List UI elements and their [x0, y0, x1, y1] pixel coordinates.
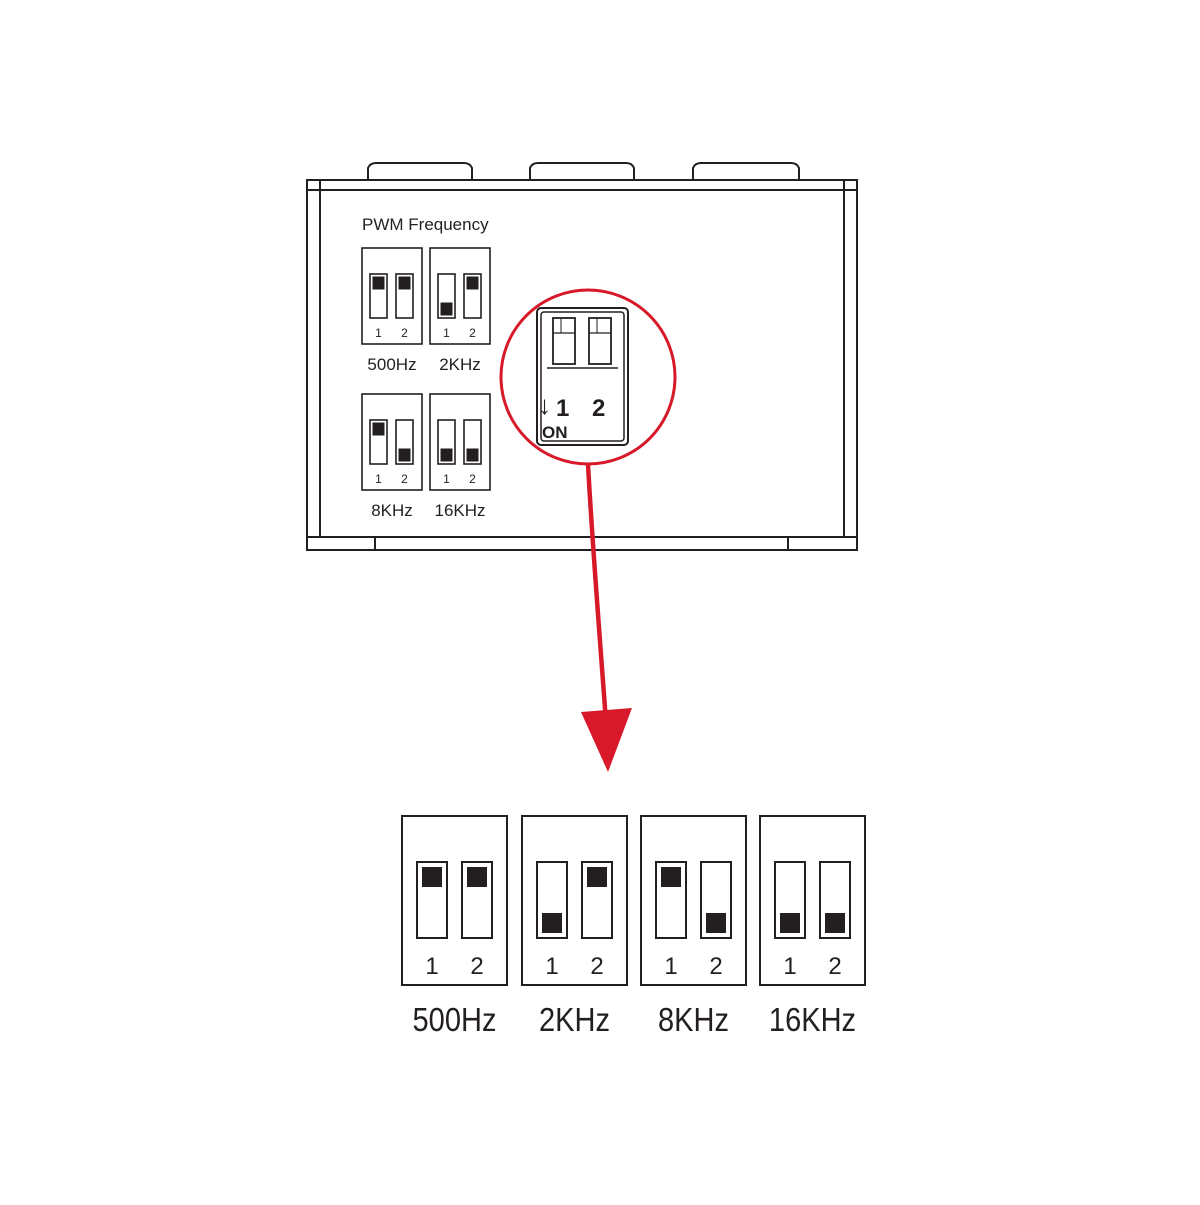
callout-switch-number-2: 2 — [592, 395, 605, 422]
legend-block-frame — [640, 815, 747, 986]
legend-switch-slot — [700, 861, 732, 939]
connector-tab-left — [367, 162, 473, 180]
legend-switch-number: 2 — [709, 953, 722, 980]
device-frequency-label: 16KHz — [434, 501, 485, 520]
legend-switch-number: 1 — [664, 953, 677, 980]
device-switch-number: 2 — [469, 472, 476, 486]
callout-circle — [499, 288, 677, 466]
legend-block-frame — [401, 815, 508, 986]
device-switch-slot — [463, 419, 482, 465]
red-arrow-head — [581, 708, 632, 772]
device-switch-grid: 1 2 500Hz 1 2 2KHz 1 2 8KHz 1 2 16KHz — [361, 247, 491, 520]
magnified-dip-switch — [536, 307, 629, 446]
frequency-legend: 1 2 500Hz 1 2 2KHz 1 2 8KHz 1 2 16KHz — [401, 815, 866, 1038]
connector-tab-middle — [529, 162, 635, 180]
legend-switch-knob-up — [467, 867, 487, 887]
device-switch-number: 1 — [443, 326, 450, 340]
legend-frequency-label: 500Hz — [413, 1001, 497, 1038]
legend-switch-knob-down — [780, 913, 800, 933]
device-switch-number: 2 — [401, 472, 408, 486]
legend-switch-knob-up — [422, 867, 442, 887]
device-switch-knob-down — [440, 302, 453, 316]
legend-block-frame — [521, 815, 628, 986]
legend-switch-slot — [581, 861, 613, 939]
device-block-frame — [429, 393, 491, 491]
device-switch-knob-down — [398, 448, 411, 462]
callout-on-label: ON — [542, 423, 568, 442]
device-frequency-label: 2KHz — [439, 355, 481, 374]
device-block-frame — [361, 393, 423, 491]
legend-block-16khz: 1 2 16KHz — [759, 815, 866, 1038]
legend-switch-slot — [536, 861, 568, 939]
device-switch-slot — [395, 419, 414, 465]
device-switch-slot — [437, 419, 456, 465]
device-block-500hz: 1 2 500Hz — [361, 247, 423, 374]
legend-switch-slot — [819, 861, 851, 939]
legend-switch-number: 1 — [425, 953, 438, 980]
device-switch-number: 1 — [443, 472, 450, 486]
legend-frequency-label: 8KHz — [658, 1001, 729, 1038]
legend-switch-number: 1 — [783, 953, 796, 980]
device-enclosure — [306, 162, 858, 551]
red-arrow — [581, 463, 632, 772]
callout-arrow-glyph: ↓ — [538, 390, 551, 420]
device-switch-knob-up — [372, 276, 385, 290]
device-switch-number: 1 — [375, 326, 382, 340]
legend-switch-slot — [461, 861, 493, 939]
legend-switch-knob-down — [706, 913, 726, 933]
device-switch-knob-up — [398, 276, 411, 290]
device-switch-slot — [395, 273, 414, 319]
legend-switch-slot — [416, 861, 448, 939]
legend-switch-number: 1 — [545, 953, 558, 980]
legend-block-8khz: 1 2 8KHz — [640, 815, 747, 1038]
legend-switch-knob-down — [825, 913, 845, 933]
connector-tab-right — [692, 162, 800, 180]
pwm-frequency-heading: PWM Frequency — [362, 215, 489, 234]
legend-switch-number: 2 — [470, 953, 483, 980]
device-switch-slot — [369, 273, 388, 319]
legend-block-500hz: 1 2 500Hz — [401, 815, 508, 1038]
legend-frequency-label: 16KHz — [769, 1001, 856, 1038]
enclosure-body — [306, 179, 858, 551]
device-switch-knob-up — [466, 276, 479, 290]
legend-switch-slot — [774, 861, 806, 939]
legend-switch-knob-up — [587, 867, 607, 887]
callout-switch-number-1: 1 — [556, 395, 569, 422]
device-block-8khz: 1 2 8KHz — [361, 393, 423, 520]
device-frequency-label: 8KHz — [371, 501, 413, 520]
device-switch-slot — [463, 273, 482, 319]
device-switch-knob-up — [372, 422, 385, 436]
legend-block-2khz: 1 2 2KHz — [521, 815, 628, 1038]
device-switch-knob-down — [466, 448, 479, 462]
legend-switch-number: 2 — [590, 953, 603, 980]
device-switch-number: 2 — [469, 326, 476, 340]
device-block-2khz: 1 2 2KHz — [429, 247, 491, 374]
device-block-frame — [361, 247, 423, 345]
device-switch-slot — [369, 419, 388, 465]
device-switch-number: 2 — [401, 326, 408, 340]
legend-switch-knob-down — [542, 913, 562, 933]
device-block-16khz: 1 2 16KHz — [429, 393, 491, 520]
device-block-frame — [429, 247, 491, 345]
red-arrow-shaft — [585, 463, 610, 736]
device-switch-knob-down — [440, 448, 453, 462]
callout-magnifier: ↓ 1 2 ON — [499, 288, 677, 466]
legend-switch-number: 2 — [828, 953, 841, 980]
legend-block-frame — [759, 815, 866, 986]
device-frequency-label: 500Hz — [367, 355, 416, 374]
legend-switch-slot — [655, 861, 687, 939]
legend-frequency-label: 2KHz — [539, 1001, 610, 1038]
device-switch-slot — [437, 273, 456, 319]
legend-switch-knob-up — [661, 867, 681, 887]
device-switch-number: 1 — [375, 472, 382, 486]
